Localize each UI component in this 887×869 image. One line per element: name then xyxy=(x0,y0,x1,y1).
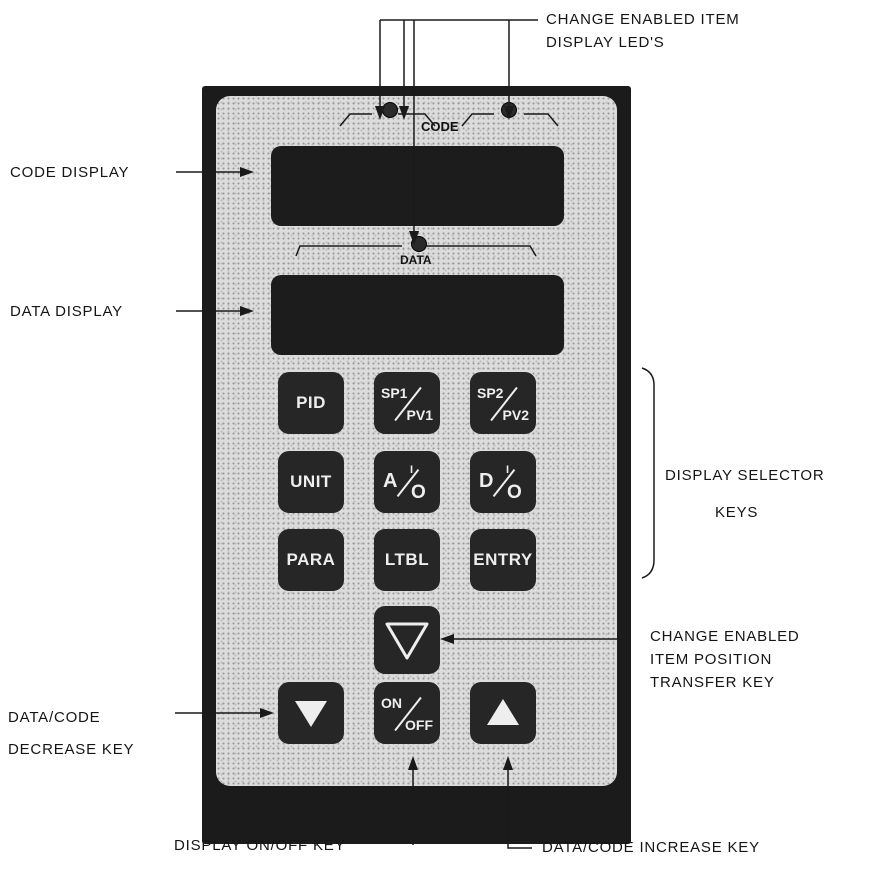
sp2-pv2-fraction: SP2 PV2 xyxy=(475,379,531,427)
callout-line: KEYS xyxy=(715,504,759,521)
on-off-fraction: ON OFF xyxy=(379,689,435,737)
data-display xyxy=(271,275,564,355)
increase-key[interactable] xyxy=(470,682,536,744)
callout-increase-key: DATA/CODE INCREASE KEY xyxy=(542,839,760,856)
pv1-label: PV1 xyxy=(406,407,433,423)
ltbl-key-label: LTBL xyxy=(384,550,430,569)
callout-data-display: DATA DISPLAY xyxy=(10,303,123,320)
analog-i-label: I xyxy=(410,464,414,476)
analog-o-label: O xyxy=(411,482,426,503)
off-label: OFF xyxy=(405,717,433,733)
code-display xyxy=(271,146,564,226)
front-panel: CODE DATA PID SP1 PV1 SP2 PV2 xyxy=(216,96,617,786)
sp2-pv2-key[interactable]: SP2 PV2 xyxy=(470,372,536,434)
callout-line: TRANSFER KEY xyxy=(650,674,775,691)
sp1-pv1-key[interactable]: SP1 PV1 xyxy=(374,372,440,434)
up-triangle-icon xyxy=(487,699,519,725)
callout-display-leds: CHANGE ENABLED ITEM DISPLAY LED'S xyxy=(546,8,740,54)
callout-on-off-key: DISPLAY ON/OFF KEY xyxy=(174,837,346,854)
down-triangle-icon xyxy=(295,701,327,727)
unit-key-label: UNIT xyxy=(290,472,332,491)
digital-i-label: I xyxy=(506,464,510,476)
position-transfer-key[interactable] xyxy=(374,606,440,674)
data-label: DATA xyxy=(400,253,432,267)
callout-selector-keys: DISPLAY SELECTOR KEYS xyxy=(665,457,825,531)
on-off-key[interactable]: ON OFF xyxy=(374,682,440,744)
analog-io-fraction: A I O xyxy=(379,458,435,506)
callout-line: ITEM POSITION xyxy=(650,651,773,668)
callout-line: CHANGE ENABLED ITEM xyxy=(546,11,740,28)
pid-key-label: PID xyxy=(296,393,326,412)
sp1-label: SP1 xyxy=(381,385,408,401)
on-label: ON xyxy=(381,695,402,711)
pid-key[interactable]: PID xyxy=(278,372,344,434)
decrease-key[interactable] xyxy=(278,682,344,744)
entry-key[interactable]: ENTRY xyxy=(470,529,536,591)
callout-line: DECREASE KEY xyxy=(8,741,135,758)
callout-code-display: CODE DISPLAY xyxy=(10,164,130,181)
para-key[interactable]: PARA xyxy=(278,529,344,591)
digital-d-label: D xyxy=(479,470,494,492)
digital-io-fraction: D I O xyxy=(475,458,531,506)
sp2-label: SP2 xyxy=(477,385,504,401)
unit-key[interactable]: UNIT xyxy=(278,451,344,513)
entry-key-label: ENTRY xyxy=(473,550,533,569)
ltbl-key[interactable]: LTBL xyxy=(374,529,440,591)
controller-body: CODE DATA PID SP1 PV1 SP2 PV2 xyxy=(202,86,631,844)
code-label: CODE xyxy=(421,119,459,134)
callout-line: DATA/CODE xyxy=(8,709,101,726)
callout-transfer-key: CHANGE ENABLED ITEM POSITION TRANSFER KE… xyxy=(650,625,800,694)
callout-line: DISPLAY LED'S xyxy=(546,34,665,51)
analog-io-key[interactable]: A I O xyxy=(374,451,440,513)
pv2-label: PV2 xyxy=(502,407,529,423)
sp1-pv1-fraction: SP1 PV1 xyxy=(379,379,435,427)
callout-decrease-key: DATA/CODE DECREASE KEY xyxy=(8,702,134,766)
down-triangle-outline-icon xyxy=(385,622,429,660)
callout-line: CHANGE ENABLED xyxy=(650,628,800,645)
digital-o-label: O xyxy=(507,482,522,503)
digital-io-key[interactable]: D I O xyxy=(470,451,536,513)
para-key-label: PARA xyxy=(286,550,336,569)
analog-a-label: A xyxy=(383,470,398,492)
callout-line: DISPLAY SELECTOR xyxy=(665,467,825,484)
